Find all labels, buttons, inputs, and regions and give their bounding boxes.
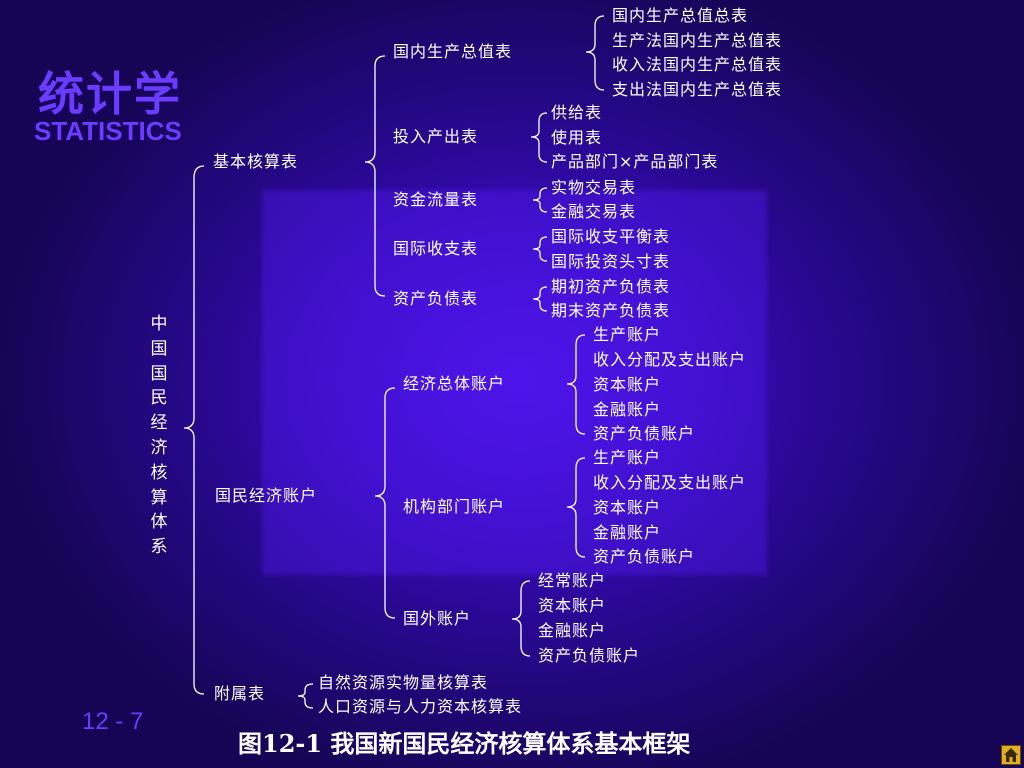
root-label-china-sna: 中国国民经济核算体系 xyxy=(150,314,168,558)
leaf-gdp-production: 生产法国内生产总值表 xyxy=(612,31,783,50)
leaf-sector-income: 收入分配及支出账户 xyxy=(593,473,747,492)
node-economy-accounts: 经济总体账户 xyxy=(403,374,506,393)
leaf-gdp-expenditure: 支出法国内生产总值表 xyxy=(612,80,783,99)
slide-number: 12 - 7 xyxy=(82,708,144,735)
leaf-supply-table: 供给表 xyxy=(551,103,603,122)
node-national-accounts: 国民经济账户 xyxy=(215,486,318,505)
leaf-current-account: 经常账户 xyxy=(538,571,607,590)
leaf-use-table: 使用表 xyxy=(551,128,603,147)
leaf-gdp-income: 收入法国内生产总值表 xyxy=(612,55,783,74)
leaf-sector-production: 生产账户 xyxy=(593,448,662,467)
node-balance-sheet: 资产负债表 xyxy=(393,289,479,308)
leaf-financial-transactions: 金融交易表 xyxy=(551,202,637,221)
leaf-natural-resources: 自然资源实物量核算表 xyxy=(318,673,489,692)
brace-accounts xyxy=(374,387,396,619)
leaf-sector-balance: 资产负债账户 xyxy=(593,547,696,566)
home-icon xyxy=(1004,748,1018,762)
leaf-capital-account: 资本账户 xyxy=(538,596,607,615)
leaf-human-capital: 人口资源与人力资本核算表 xyxy=(318,697,523,716)
node-sector-accounts: 机构部门账户 xyxy=(403,497,506,516)
brand-title-cn: 统计学 xyxy=(38,67,182,121)
node-bop-table: 国际收支表 xyxy=(393,239,479,258)
brand-title-en: STATISTICS xyxy=(34,116,182,146)
brace-economy xyxy=(566,334,586,435)
background-highlight xyxy=(262,190,767,575)
node-foreign-accounts: 国外账户 xyxy=(403,609,472,628)
brace-sector xyxy=(566,457,586,558)
brace-io xyxy=(530,112,548,163)
node-flow-of-funds: 资金流量表 xyxy=(393,190,479,209)
brace-bop xyxy=(532,236,548,262)
node-basic-tables: 基本核算表 xyxy=(213,152,299,171)
leaf-financial-account: 金融账户 xyxy=(538,621,607,640)
brace-flow xyxy=(532,187,548,213)
brace-root xyxy=(183,165,205,695)
leaf-economy-production: 生产账户 xyxy=(593,325,662,344)
node-appendix: 附属表 xyxy=(214,684,266,703)
node-io-table: 投入产出表 xyxy=(393,127,479,146)
leaf-bop-balance: 国际收支平衡表 xyxy=(551,227,671,246)
leaf-economy-balance: 资产负债账户 xyxy=(593,424,696,443)
leaf-opening-balance: 期初资产负债表 xyxy=(551,277,671,296)
leaf-economy-financial: 金融账户 xyxy=(593,400,662,419)
brace-basic xyxy=(364,55,386,297)
leaf-closing-balance: 期末资产负债表 xyxy=(551,301,671,320)
leaf-foreign-balance: 资产负债账户 xyxy=(538,646,641,665)
brace-gdp xyxy=(585,15,605,91)
brace-balance xyxy=(532,286,548,312)
leaf-physical-transactions: 实物交易表 xyxy=(551,178,637,197)
leaf-sector-financial: 金融账户 xyxy=(593,523,662,542)
leaf-investment-position: 国际投资头寸表 xyxy=(551,252,671,271)
node-gdp-table: 国内生产总值表 xyxy=(393,42,513,61)
brace-appendix xyxy=(297,683,314,709)
brace-foreign xyxy=(511,580,531,657)
figure-caption: 图12-1 我国新国民经济核算体系基本框架 xyxy=(238,729,691,758)
leaf-economy-capital: 资本账户 xyxy=(593,375,662,394)
home-button[interactable] xyxy=(1001,745,1021,765)
leaf-sector-capital: 资本账户 xyxy=(593,498,662,517)
leaf-economy-income: 收入分配及支出账户 xyxy=(593,350,747,369)
leaf-gdp-general: 国内生产总值总表 xyxy=(612,6,749,25)
leaf-product-by-product: 产品部门×产品部门表 xyxy=(551,152,719,171)
